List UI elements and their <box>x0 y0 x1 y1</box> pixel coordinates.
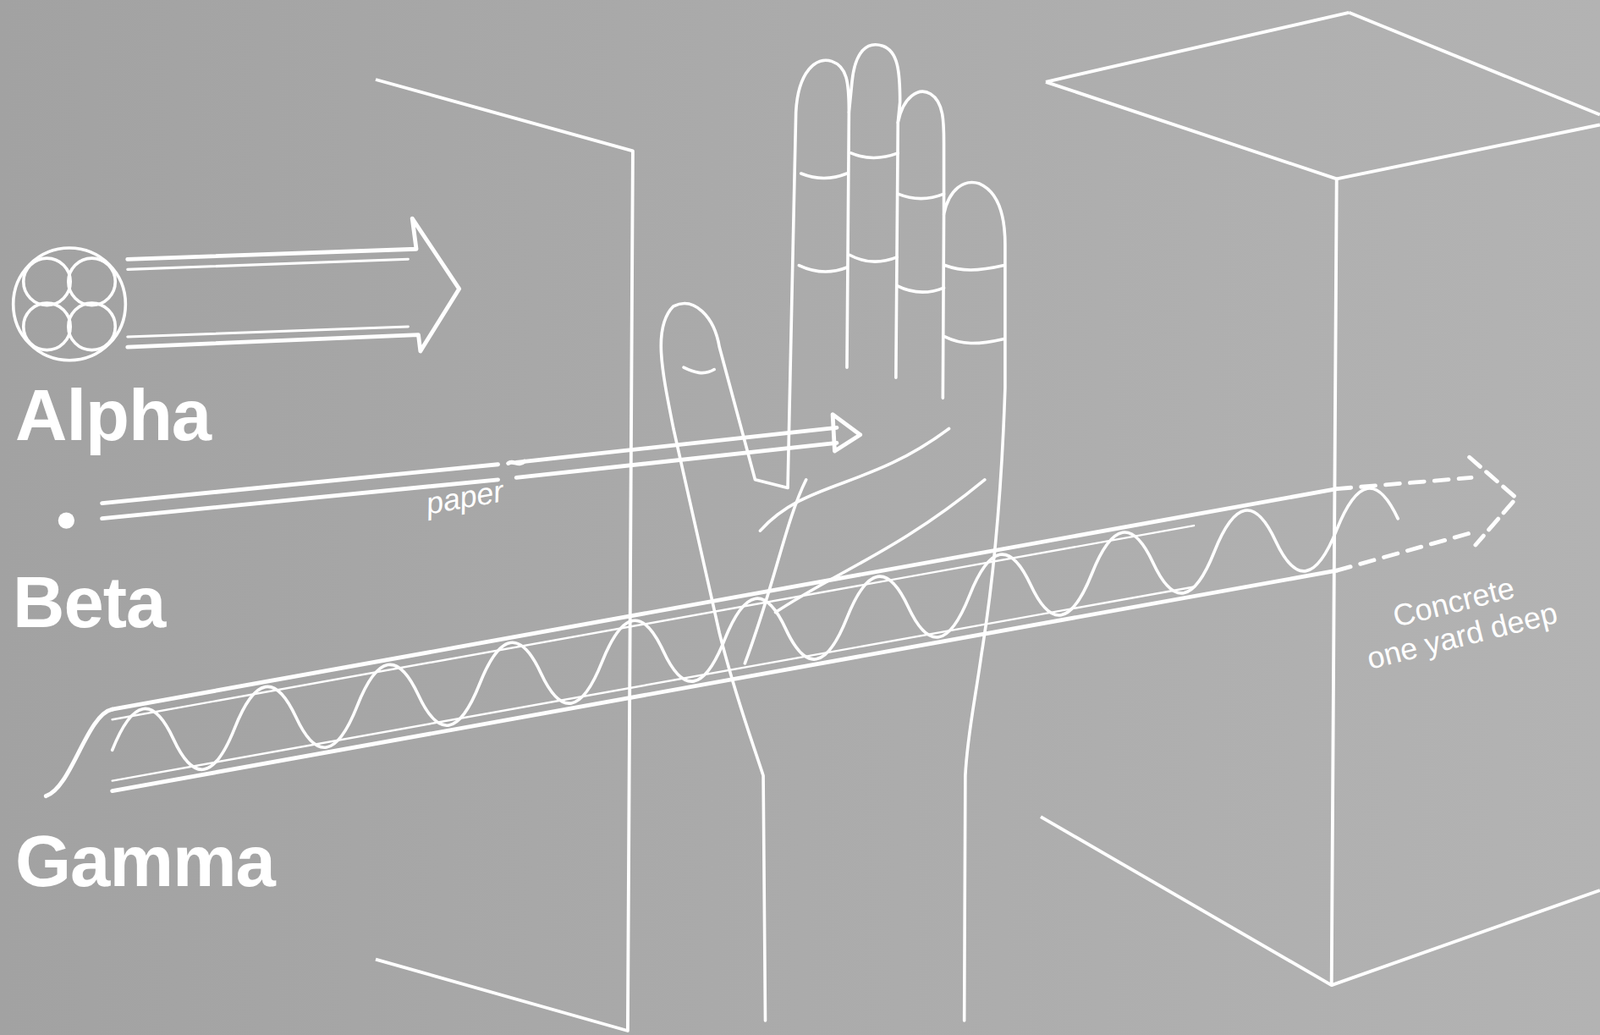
alpha-arrow <box>127 218 460 352</box>
material-label-block: Concrete one yard deep <box>1347 559 1570 679</box>
gamma-ray <box>45 456 1517 796</box>
radiation-type-label: Alpha <box>15 379 211 451</box>
concrete-block-edge <box>1348 11 1600 115</box>
concrete-block-edge <box>1040 81 1337 985</box>
wrap-spacer <box>1518 559 1560 600</box>
alpha-particle <box>13 247 127 361</box>
concrete-block-outline <box>1040 8 1600 990</box>
paper-sheet: paper <box>375 79 633 1031</box>
paper-sheet-outline <box>375 79 633 1031</box>
concrete-block-edge <box>1331 890 1600 985</box>
radiation-type-label: Gamma <box>15 824 275 897</box>
concrete-block-edge <box>1336 124 1600 179</box>
hand-drawing <box>660 44 1006 1021</box>
concrete-block-edge <box>1045 11 1349 82</box>
material-label: paper <box>423 474 507 522</box>
beta-particle <box>58 511 75 528</box>
material-label: Concrete one yard deep <box>1363 570 1561 677</box>
radiation-type-label: Beta <box>12 566 165 638</box>
paper-sheet-edge <box>375 79 633 1031</box>
concrete-block: Concrete one yard deep <box>1040 8 1600 990</box>
